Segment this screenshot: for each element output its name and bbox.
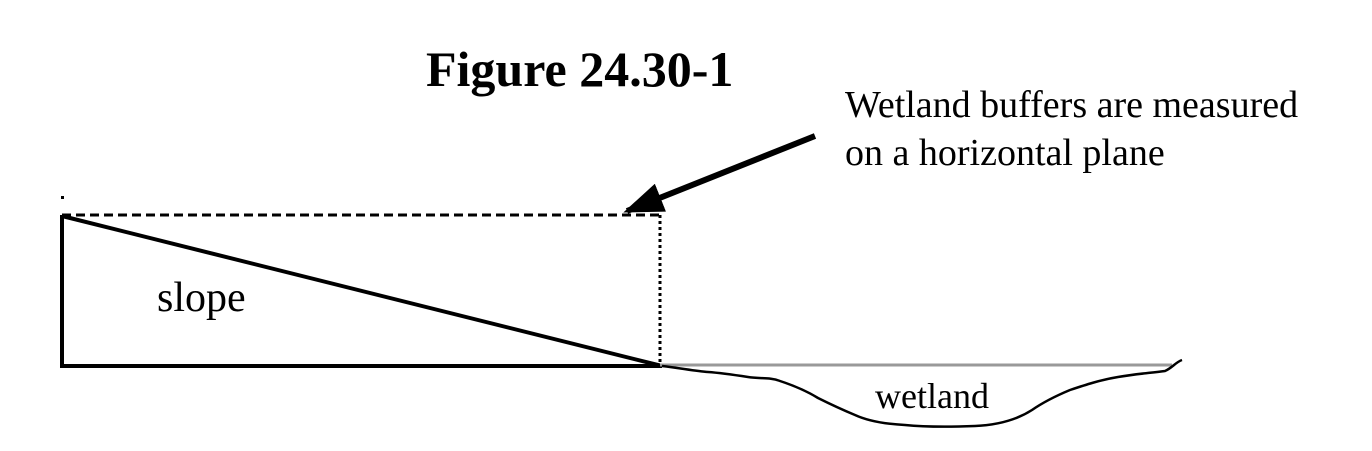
wetland-label: wetland: [875, 376, 989, 416]
annotation-arrow: [623, 133, 817, 214]
annotation-line-1: Wetland buffers are measured: [845, 84, 1298, 126]
wetland-outline: [661, 358, 1183, 428]
figure-title: Figure 24.30-1: [426, 41, 733, 97]
slope-line: [61, 214, 663, 368]
annotation-line-2: on a horizontal plane: [845, 132, 1165, 174]
slope-label: slope: [157, 275, 246, 321]
corner-tick: [61, 196, 64, 199]
